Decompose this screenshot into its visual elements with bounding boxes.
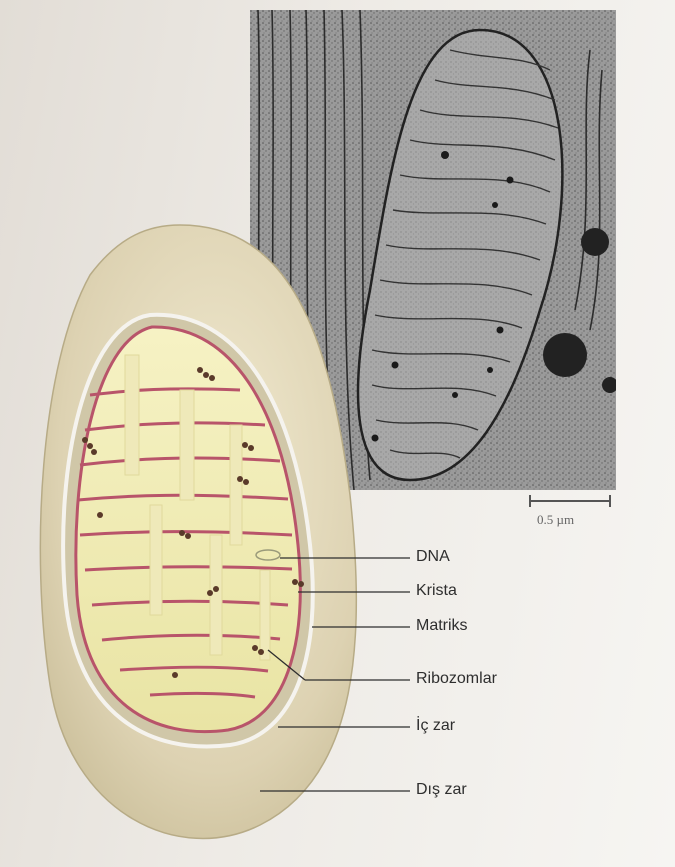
label-dna: DNA [416,548,450,566]
mitochondrion-illustration [30,215,360,845]
label-matriks: Matriks [416,617,468,635]
label-ic-zar: İç zar [416,717,455,735]
scale-bar: 0.5 µm [525,488,617,528]
label-dis-zar: Dış zar [416,781,467,799]
label-ribozomlar: Ribozomlar [416,670,497,688]
scale-bar-label: 0.5 µm [537,512,574,528]
label-krista: Krista [416,582,457,600]
scale-bar-line [529,500,611,502]
